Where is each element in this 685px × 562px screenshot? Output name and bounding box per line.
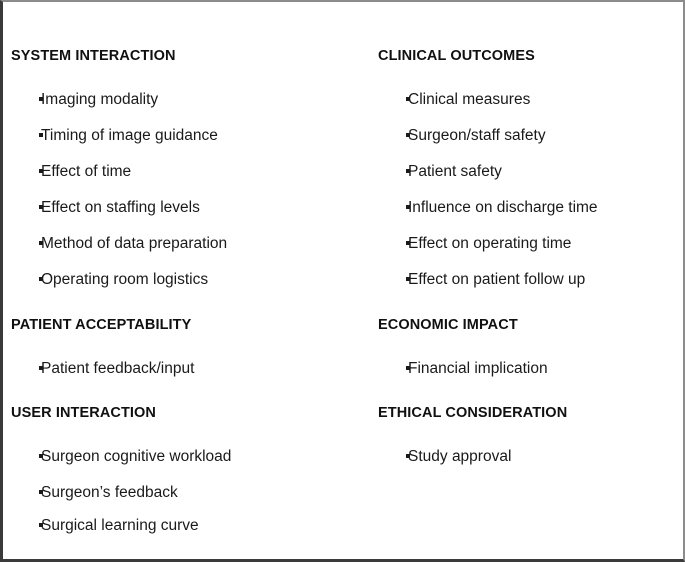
list-item: Operating room logistics bbox=[11, 271, 208, 289]
section-header-ethical-consideration: ETHICAL CONSIDERATION bbox=[378, 405, 568, 421]
list-item-label: Effect of time bbox=[41, 163, 132, 180]
bullet-icon bbox=[11, 164, 43, 179]
list-item: Timing of image guidance bbox=[11, 127, 218, 145]
bullet-icon bbox=[11, 236, 43, 251]
bullet-icon bbox=[378, 236, 410, 251]
list-item-label: Influence on discharge time bbox=[408, 199, 598, 216]
list-item: Patient safety bbox=[378, 163, 502, 181]
list-item-label: Operating room logistics bbox=[41, 271, 209, 288]
list-item-label: Effect on patient follow up bbox=[408, 271, 586, 288]
bullet-icon bbox=[11, 272, 43, 287]
list-item: Effect on staffing levels bbox=[11, 199, 200, 217]
list-item: Method of data preparation bbox=[11, 235, 227, 253]
bullet-icon bbox=[11, 518, 43, 533]
bullet-icon bbox=[378, 92, 410, 107]
section-header-economic-impact: ECONOMIC IMPACT bbox=[378, 317, 518, 333]
list-item: Surgeon cognitive workload bbox=[11, 448, 231, 466]
list-item-label: Financial implication bbox=[408, 360, 548, 377]
list-item-label: Patient safety bbox=[408, 163, 502, 180]
bullet-icon bbox=[378, 200, 410, 215]
list-item-label: Surgical learning curve bbox=[41, 517, 199, 534]
section-header-system-interaction: SYSTEM INTERACTION bbox=[11, 48, 176, 64]
bullet-icon bbox=[11, 449, 43, 464]
list-item: Effect of time bbox=[11, 163, 131, 181]
list-item: Patient feedback/input bbox=[11, 360, 194, 378]
bullet-icon bbox=[11, 200, 43, 215]
section-header-clinical-outcomes: CLINICAL OUTCOMES bbox=[378, 48, 535, 64]
bullet-icon bbox=[378, 272, 410, 287]
list-item-label: Surgeon/staff safety bbox=[408, 127, 546, 144]
bullet-icon bbox=[11, 128, 43, 143]
list-item-label: Timing of image guidance bbox=[41, 127, 218, 144]
bullet-icon bbox=[11, 92, 43, 107]
list-item: Influence on discharge time bbox=[378, 199, 598, 217]
list-item-label: Method of data preparation bbox=[41, 235, 228, 252]
bullet-icon bbox=[378, 361, 410, 376]
list-item-label: Study approval bbox=[408, 448, 512, 465]
list-item: Surgical learning curve bbox=[11, 517, 199, 535]
list-item: Surgeon/staff safety bbox=[378, 127, 546, 145]
bullet-icon bbox=[378, 164, 410, 179]
list-item-label: Surgeon’s feedback bbox=[41, 484, 178, 501]
bullet-icon bbox=[11, 361, 43, 376]
list-item: Imaging modality bbox=[11, 91, 158, 109]
list-item-label: Imaging modality bbox=[41, 91, 159, 108]
section-header-user-interaction: USER INTERACTION bbox=[11, 405, 156, 421]
bullet-icon bbox=[378, 128, 410, 143]
list-item-label: Effect on operating time bbox=[408, 235, 572, 252]
section-header-patient-acceptability: PATIENT ACCEPTABILITY bbox=[11, 317, 192, 333]
list-item: Financial implication bbox=[378, 360, 548, 378]
list-item-label: Effect on staffing levels bbox=[41, 199, 200, 216]
list-item: Surgeon’s feedback bbox=[11, 484, 178, 502]
bullet-icon bbox=[378, 449, 410, 464]
list-item: Clinical measures bbox=[378, 91, 530, 109]
list-item: Effect on patient follow up bbox=[378, 271, 585, 289]
list-item-label: Surgeon cognitive workload bbox=[41, 448, 232, 465]
bullet-icon bbox=[11, 485, 43, 500]
list-item: Effect on operating time bbox=[378, 235, 571, 253]
list-item-label: Clinical measures bbox=[408, 91, 531, 108]
list-item: Study approval bbox=[378, 448, 511, 466]
list-item-label: Patient feedback/input bbox=[41, 360, 195, 377]
